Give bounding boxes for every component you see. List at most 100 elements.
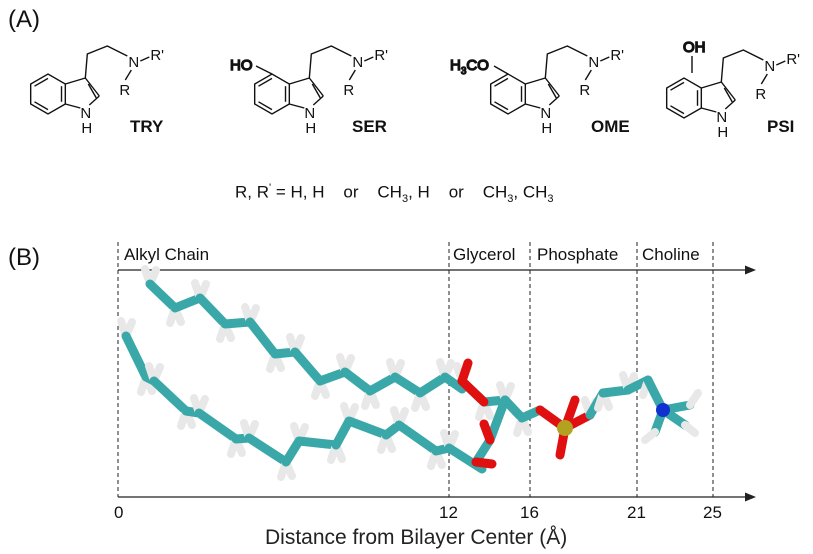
double-bond bbox=[547, 83, 557, 99]
carbon-bond bbox=[390, 372, 425, 398]
carbon-bond bbox=[365, 372, 400, 396]
pyrrole-bond bbox=[289, 103, 305, 109]
tick-label-25: 25 bbox=[703, 503, 722, 522]
oxygen-bond bbox=[457, 376, 489, 407]
carbon-bond bbox=[195, 293, 230, 329]
carbon-bond bbox=[245, 317, 280, 359]
r-label: R bbox=[343, 82, 354, 99]
amine-bond bbox=[584, 69, 592, 81]
r-prime-label: R' bbox=[610, 47, 624, 64]
carbon-bond bbox=[194, 408, 241, 444]
carbon-bond bbox=[294, 436, 341, 450]
ethyl-chain bbox=[720, 49, 764, 83]
oxygen-bond bbox=[479, 419, 495, 445]
hydroxyl-bond bbox=[255, 65, 273, 75]
r-label: R bbox=[119, 82, 130, 99]
ring-hydrogen-label: H bbox=[81, 120, 92, 137]
nitrogen-atom bbox=[656, 403, 670, 417]
double-bond bbox=[670, 105, 685, 115]
tick-label-16: 16 bbox=[520, 503, 539, 522]
molecule-name-ome: OME bbox=[591, 117, 630, 136]
double-bond bbox=[670, 81, 685, 91]
amine-bond bbox=[124, 69, 132, 81]
pyrrole-bond bbox=[724, 99, 736, 110]
ring-hydrogen-label: H bbox=[305, 120, 316, 137]
amine-bond bbox=[600, 56, 610, 62]
double-bond bbox=[258, 101, 273, 111]
amine-bond bbox=[348, 69, 356, 81]
molecule-name-psi: PSI bbox=[767, 117, 795, 136]
ethyl-chain bbox=[308, 45, 352, 79]
methoxy-bond bbox=[493, 65, 509, 75]
panel-b-label: (B) bbox=[8, 244, 40, 271]
amine-bond bbox=[364, 56, 374, 62]
double-bond bbox=[723, 87, 733, 103]
hydrogen-atom bbox=[641, 428, 659, 444]
pyrrole-bond bbox=[88, 95, 100, 106]
carbon-bond bbox=[344, 416, 391, 440]
double-bond bbox=[258, 77, 273, 87]
pyrrole-bond bbox=[312, 95, 324, 106]
tick-label-21: 21 bbox=[627, 503, 646, 522]
bottom-axis-arrowhead bbox=[745, 492, 756, 502]
pyrrole-bond bbox=[65, 103, 81, 109]
amine-nitrogen-label: N bbox=[588, 54, 599, 71]
amine-nitrogen-label: N bbox=[764, 58, 775, 75]
amine-bond bbox=[776, 60, 786, 66]
hydroxyl-label: OH bbox=[683, 39, 706, 56]
double-bond bbox=[87, 83, 97, 99]
carbon-bond bbox=[485, 395, 510, 445]
carbon-bond bbox=[394, 420, 441, 456]
r-label: R bbox=[579, 82, 590, 99]
carbon-bond bbox=[149, 376, 191, 416]
methoxy-label: H3CO bbox=[450, 57, 489, 77]
region-label-phosphate: Phosphate bbox=[537, 245, 619, 264]
molecule-name-ser: SER bbox=[352, 117, 387, 136]
pyrrole-bond bbox=[525, 103, 541, 109]
pyrrole-bond bbox=[548, 95, 560, 106]
ethyl-chain bbox=[84, 45, 128, 79]
region-label-choline: Choline bbox=[642, 245, 700, 264]
double-bond bbox=[34, 101, 49, 111]
carbon-bond bbox=[290, 347, 325, 386]
region-label-glycerol: Glycerol bbox=[453, 245, 516, 264]
ring-hydrogen-label: H bbox=[541, 120, 552, 137]
amine-nitrogen-label: N bbox=[128, 54, 139, 71]
region-label-alkyl-chain: Alkyl Chain bbox=[124, 245, 210, 264]
hydrogen-atom bbox=[686, 389, 702, 409]
panel-a-label: (A) bbox=[8, 6, 40, 33]
amine-bond bbox=[760, 73, 768, 85]
double-bond bbox=[494, 101, 509, 111]
r-label: R bbox=[755, 86, 766, 103]
amine-nitrogen-label: N bbox=[352, 54, 363, 71]
tick-label-0: 0 bbox=[114, 503, 124, 522]
double-bond bbox=[494, 77, 509, 87]
pyrrole-bond bbox=[701, 107, 717, 113]
carbon-bond bbox=[121, 331, 151, 382]
double-bond bbox=[311, 83, 321, 99]
hydroxyl-label: HO bbox=[230, 57, 253, 74]
ring-nitrogen-label: N bbox=[80, 105, 91, 122]
ring-nitrogen-label: N bbox=[540, 105, 551, 122]
carbon-bond bbox=[145, 279, 180, 313]
phosphorus-atom bbox=[557, 420, 573, 436]
carbon-bond bbox=[331, 416, 354, 450]
substituent-definition: R, R' = H, H or CH3, H or CH3, CH3 bbox=[235, 182, 554, 206]
ring-nitrogen-label: N bbox=[304, 105, 315, 122]
amine-bond bbox=[140, 56, 150, 62]
ring-hydrogen-label: H bbox=[717, 124, 728, 141]
axis-title: Distance from Bilayer Center (Å) bbox=[265, 526, 568, 549]
carbon-bond bbox=[340, 367, 375, 396]
carbon-bond bbox=[244, 433, 291, 467]
oxygen-bond bbox=[471, 457, 497, 469]
double-bond bbox=[34, 77, 49, 87]
ethyl-chain bbox=[544, 45, 588, 79]
molecule-name-try: TRY bbox=[130, 117, 164, 136]
